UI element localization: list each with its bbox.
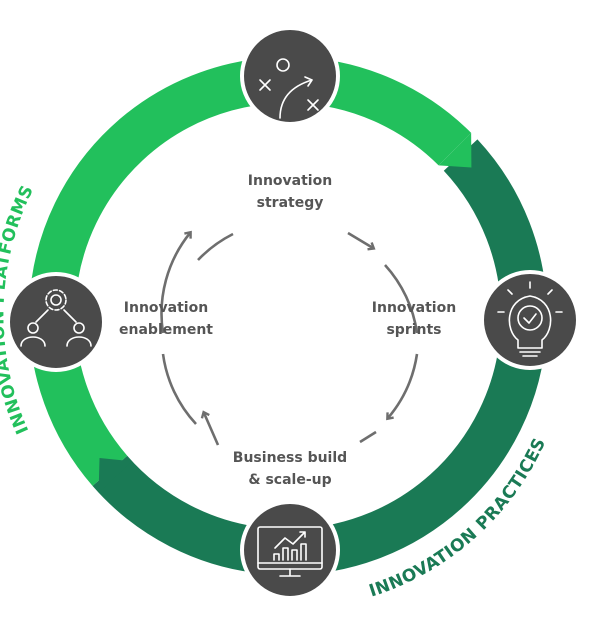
node-enablement: [6, 272, 106, 372]
arc-right-lower: [359, 430, 377, 444]
node-sprints: [480, 270, 580, 370]
gear-people-icon: [20, 289, 92, 347]
light-segment: [29, 57, 472, 486]
arc-left-upper: [197, 232, 234, 261]
stage-enablement: Innovation enablement: [119, 300, 213, 338]
outer-ring: [29, 57, 547, 575]
arrow-sprints-to-build: [386, 353, 419, 421]
arrow-enablement-to-strategy: [160, 230, 192, 334]
lightbulb-clock-icon: [497, 281, 563, 357]
strategy-line2: strategy: [257, 195, 324, 211]
stage-sprints: Innovation sprints: [372, 300, 456, 338]
play-strategy-icon: [259, 58, 319, 119]
node-build: [240, 500, 340, 600]
arc-left-lower: [161, 353, 197, 425]
monitor-chart-icon: [257, 526, 323, 577]
sprints-line2: sprints: [386, 322, 441, 338]
inner-cycle-arrows: [160, 230, 419, 446]
arrow-build-to-enablement: [200, 410, 220, 446]
chevron-arrow-right: [438, 132, 472, 168]
strategy-line1: Innovation: [248, 173, 332, 189]
arrow-strategy-to-sprints: [347, 231, 376, 251]
enablement-line2: enablement: [119, 322, 213, 338]
build-line2: & scale-up: [248, 472, 331, 488]
build-line1: Business build: [233, 450, 347, 466]
stage-build: Business build & scale-up: [233, 450, 347, 488]
chevron-arrow-left: [98, 458, 133, 493]
dark-segment: [92, 139, 547, 575]
arc-right-upper: [384, 264, 419, 334]
enablement-line1: Innovation: [124, 300, 208, 316]
stage-strategy: Innovation strategy: [248, 173, 332, 211]
sprints-line1: Innovation: [372, 300, 456, 316]
node-strategy: [240, 26, 340, 126]
